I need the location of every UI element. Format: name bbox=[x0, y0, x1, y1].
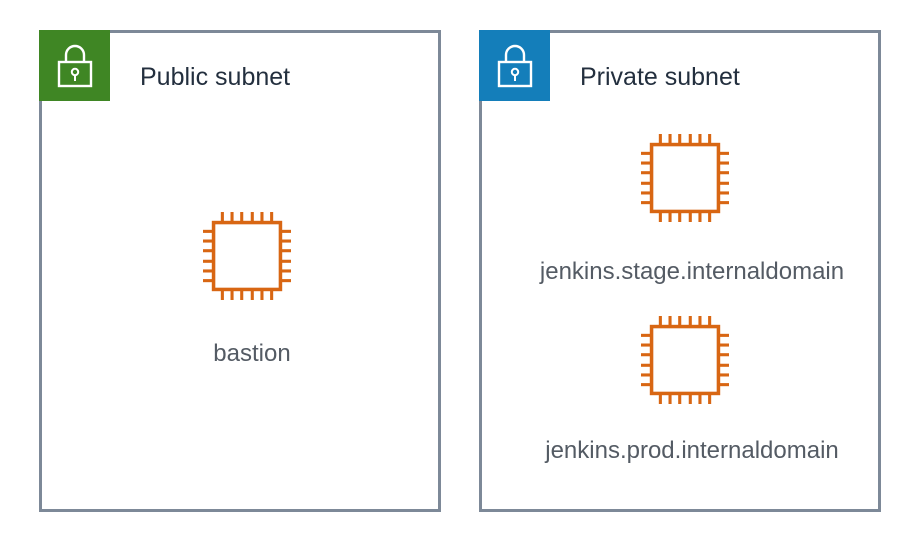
ec2-instance-icon bbox=[641, 134, 729, 222]
instance-label-bastion: bastion bbox=[213, 340, 291, 367]
instance-label-jenkins-prod: jenkins.prod.internaldomain bbox=[545, 437, 839, 464]
public-subnet-badge bbox=[39, 30, 110, 101]
lock-icon bbox=[497, 44, 532, 87]
ec2-instance-icon bbox=[203, 212, 291, 300]
instance-label-jenkins-stage: jenkins.stage.internaldomain bbox=[539, 258, 845, 285]
public-subnet-group: Public subnet bastion bbox=[39, 30, 441, 512]
private-subnet-badge bbox=[479, 30, 550, 101]
public-subnet-title: Public subnet bbox=[140, 63, 291, 91]
private-subnet-title: Private subnet bbox=[580, 63, 740, 91]
lock-icon bbox=[57, 44, 92, 87]
private-subnet-group: Private subnet jenkins.stage.internaldom… bbox=[479, 30, 881, 512]
ec2-instance-icon bbox=[641, 316, 729, 404]
